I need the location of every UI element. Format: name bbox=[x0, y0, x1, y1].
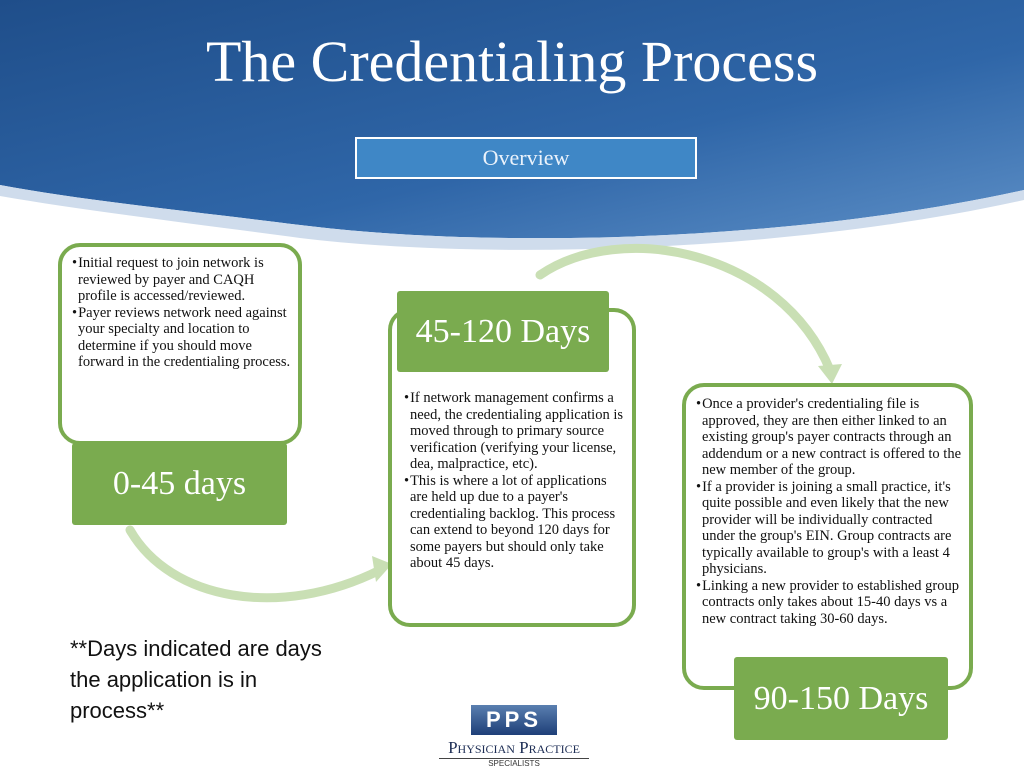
bullet: If a provider is joining a small practic… bbox=[692, 479, 963, 578]
arrow-2-to-3 bbox=[535, 244, 835, 375]
stage-3-box: Once a provider's credentialing file is … bbox=[682, 383, 973, 690]
stage-1-box: Initial request to join network is revie… bbox=[58, 243, 302, 445]
arrowhead-2 bbox=[818, 364, 842, 384]
arrowhead-1 bbox=[372, 556, 392, 582]
bullet: Linking a new provider to established gr… bbox=[692, 578, 963, 628]
bullet: Once a provider's credentialing file is … bbox=[692, 396, 963, 479]
bullet: This is where a lot of applications are … bbox=[400, 473, 626, 572]
arrow-1-to-2 bbox=[125, 525, 385, 603]
logo-sub: SPECIALISTS bbox=[439, 758, 589, 768]
logo-name: Physician Practice bbox=[448, 738, 580, 757]
page-title: The Credentialing Process bbox=[205, 29, 819, 94]
footnote: **Days indicated are days the applicatio… bbox=[70, 636, 322, 723]
bullet: Payer reviews network need against your … bbox=[68, 305, 292, 371]
company-logo: PPS Physician Practice SPECIALISTS bbox=[426, 705, 602, 768]
stage-2-label: 45-120 Days bbox=[397, 291, 609, 372]
flow-arrows bbox=[125, 244, 835, 603]
logo-mark: PPS bbox=[471, 705, 557, 735]
bullet: Initial request to join network is revie… bbox=[68, 255, 292, 305]
subtitle-box: Overview bbox=[355, 137, 697, 179]
stage-1-label: 0-45 days bbox=[72, 443, 287, 525]
stage-3-label: 90-150 Days bbox=[734, 657, 948, 740]
bullet: If network management confirms a need, t… bbox=[400, 390, 626, 473]
